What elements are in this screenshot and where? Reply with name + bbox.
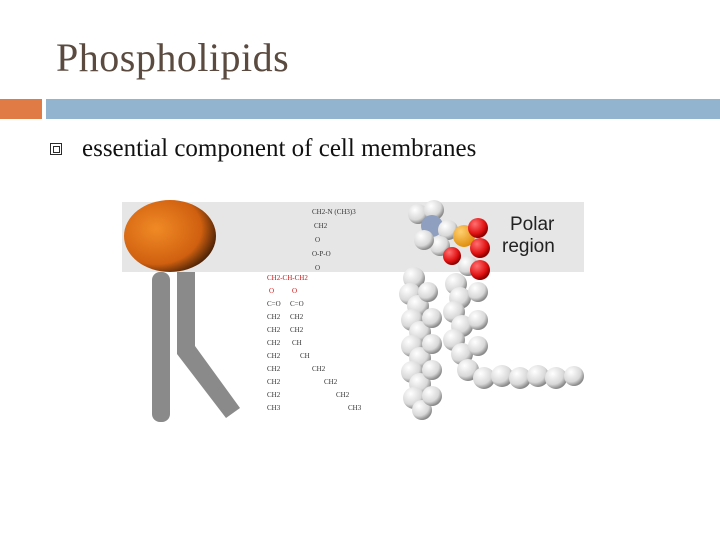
polar-label-line1: Polar (510, 214, 555, 235)
chain-right-4: CH (292, 339, 302, 347)
chain-right-2: CH2 (290, 313, 304, 321)
chain-left-1: C=O (267, 300, 281, 308)
chain-right-6: CH2 (312, 365, 326, 373)
chain-right: O C=O CH2 CH2 CH CH CH2 CH2 CH2 CH3 (290, 287, 362, 412)
chain-left-2: CH2 (267, 313, 281, 321)
chain-right-7: CH2 (324, 378, 338, 386)
chain-right-3: CH2 (290, 326, 304, 334)
chain-left-4: CH2 (267, 339, 281, 347)
chain-left-0: O (269, 287, 274, 295)
chain-right-9: CH3 (348, 404, 362, 412)
bullet-text: essential component of cell membranes (82, 135, 477, 162)
formula-top-4: O (315, 264, 320, 272)
chain-left-7: CH2 (267, 378, 281, 386)
right-chain-atoms (443, 273, 584, 389)
chain-left-9: CH3 (267, 404, 281, 412)
structural-formula: CH2-N (CH3)3 CH2 O O-P-O O CH2-CH-CH2 O … (267, 208, 362, 412)
chain-left-8: CH2 (267, 391, 281, 399)
tail-left (152, 272, 170, 422)
chain-left-6: CH2 (267, 365, 281, 373)
accent-bar-orange (0, 99, 42, 119)
tail-right (177, 272, 240, 418)
chain-right-0: O (292, 287, 297, 295)
chain-left-5: CH2 (267, 352, 281, 360)
schematic-phospholipid (124, 200, 240, 422)
phospholipid-figure: CH2-N (CH3)3 CH2 O O-P-O O CH2-CH-CH2 O … (122, 200, 584, 422)
formula-top-3: O-P-O (312, 250, 331, 258)
slide-title: Phospholipids (56, 35, 290, 80)
formula-top-0: CH2-N (CH3)3 (312, 208, 356, 216)
formula-glycerol: CH2-CH-CH2 (267, 274, 308, 282)
left-chain-atoms (399, 267, 442, 420)
chain-left-3: CH2 (267, 326, 281, 334)
polar-head (124, 200, 216, 272)
chain-left: O C=O CH2 CH2 CH2 CH2 CH2 CH2 CH2 CH3 (267, 287, 281, 412)
space-filling-model (399, 200, 584, 420)
formula-top-1: CH2 (314, 222, 328, 230)
polar-label-line2: region (502, 236, 555, 257)
accent-bar-blue (46, 99, 720, 119)
chain-right-1: C=O (290, 300, 304, 308)
chain-right-5: CH (300, 352, 310, 360)
head-group-atoms (408, 200, 490, 280)
formula-top-2: O (315, 236, 320, 244)
bullet-icon (50, 143, 62, 155)
chain-right-8: CH2 (336, 391, 350, 399)
